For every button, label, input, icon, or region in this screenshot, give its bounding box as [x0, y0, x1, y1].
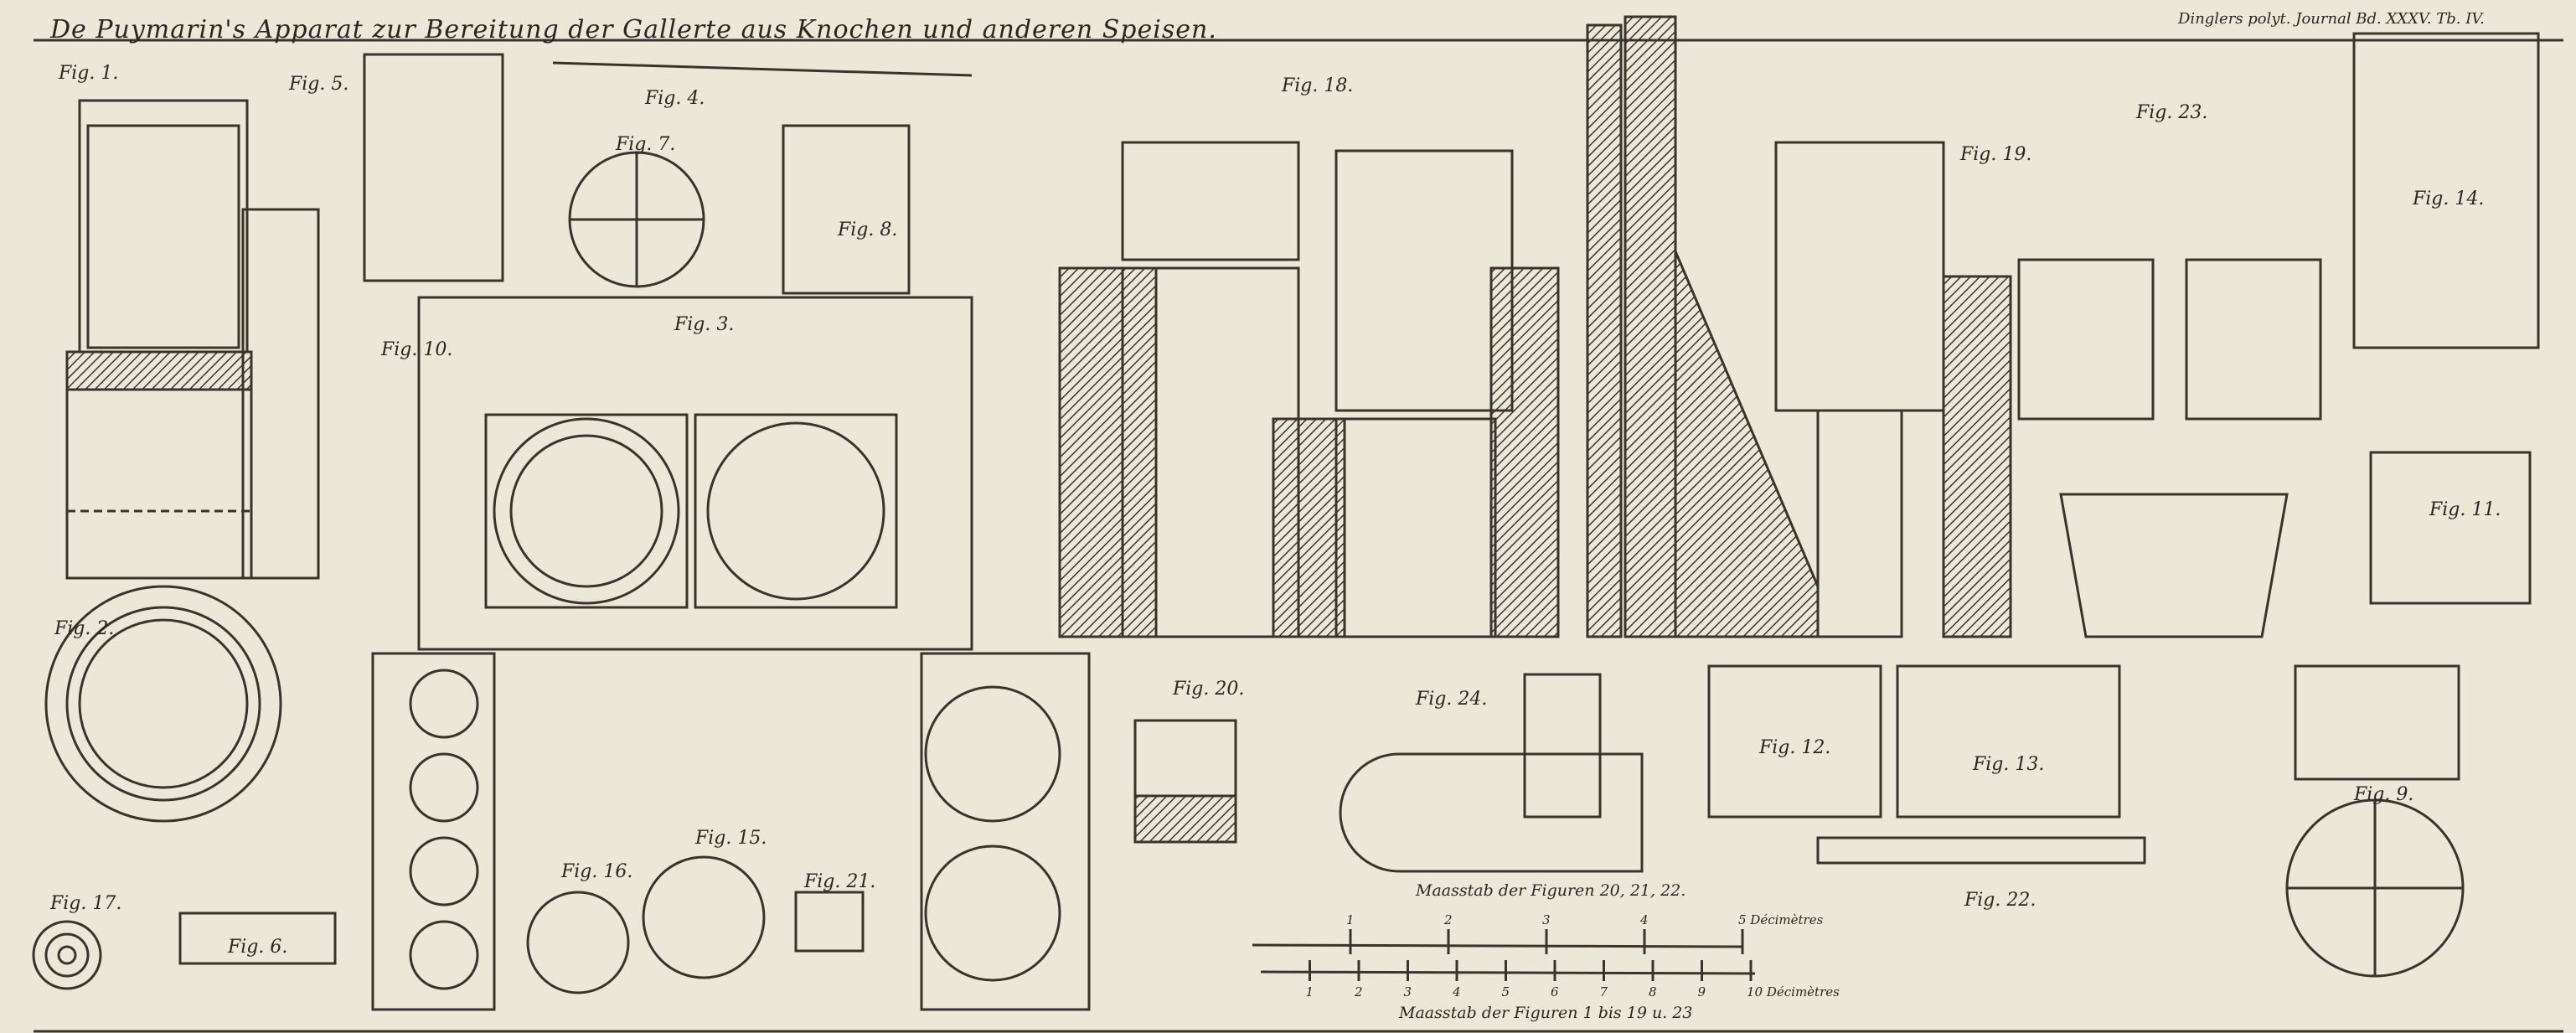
fig-label: Fig. 24.	[1416, 689, 1488, 710]
fig4-drawing	[552, 61, 973, 77]
fig-label: Fig. 20.	[1173, 679, 1245, 700]
scale-large-label: Maasstab der Figuren 1 bis 19 u. 23	[1399, 1004, 1693, 1022]
fig-label: Fig. 13.	[1973, 754, 2045, 775]
scale-tick-label: 8	[1649, 984, 1657, 999]
scale-tick-label: 2	[1444, 912, 1453, 927]
fig-label: Fig. 21.	[804, 871, 876, 892]
fig-label: Fig. 17.	[50, 893, 122, 914]
fig19-drawing	[1624, 15, 2322, 638]
fig16-15-21-drawing	[371, 652, 1091, 1011]
fig13-drawing	[1896, 664, 2121, 819]
scale-tick-label: 3	[1542, 912, 1551, 927]
scale-bar-small	[1252, 943, 1743, 948]
fig18-drawing	[1058, 23, 1623, 638]
fig3-drawing	[417, 296, 973, 651]
fig12-drawing	[1707, 664, 1882, 819]
fig-label: Fig. 18.	[1282, 75, 1354, 96]
fig-label: Fig. 4.	[645, 88, 705, 109]
fig-label: Fig. 23.	[2136, 102, 2208, 123]
fig-label: Fig. 3.	[674, 314, 735, 335]
fig-label: Fig. 11.	[2429, 499, 2501, 520]
fig8-drawing	[782, 124, 911, 295]
fig-label: Fig. 2.	[54, 618, 115, 639]
fig14-drawing	[2352, 32, 2540, 349]
scale-tick-label: 10 Décimètres	[1747, 984, 1840, 999]
scale-tick-label: 1	[1305, 984, 1314, 999]
fig7-drawing	[568, 151, 705, 288]
fig-label: Fig. 8.	[838, 220, 898, 240]
fig20-drawing	[1133, 719, 1237, 844]
fig22-drawing	[1816, 836, 2146, 865]
scale-tick-label: 5	[1501, 984, 1510, 999]
plate-title: De Puymarin's Apparat zur Bereitung der …	[50, 15, 1217, 44]
fig-label: Fig. 14.	[2413, 189, 2485, 209]
scale-tick-label: 5 Décimètres	[1738, 912, 1824, 927]
fig17-drawing	[32, 920, 102, 990]
fig-label: Fig. 16.	[561, 861, 633, 882]
fig2-drawing	[44, 585, 282, 823]
scale-bar-large	[1260, 970, 1756, 975]
scale-small-label: Maasstab der Figuren 20, 21, 22.	[1416, 881, 1686, 900]
fig9-drawing	[2285, 664, 2465, 978]
fig6-drawing	[178, 912, 337, 965]
fig-label: Fig. 15.	[695, 828, 767, 849]
fig-label: Fig. 5.	[289, 74, 349, 95]
scale-tick-label: 1	[1346, 912, 1355, 927]
scale-tick-label: 2	[1355, 984, 1363, 999]
fig-label: Fig. 22.	[1964, 890, 2037, 911]
fig24-drawing	[1339, 673, 1644, 873]
fig-label: Fig. 10.	[381, 339, 453, 360]
journal-reference: Dinglers polyt. Journal Bd. XXXV. Tb. IV…	[2178, 10, 2485, 28]
scale-tick-label: 3	[1403, 984, 1412, 999]
scale-tick-label: 4	[1453, 984, 1461, 999]
scale-tick-label: 9	[1697, 984, 1706, 999]
fig-label: Fig. 12.	[1759, 737, 1831, 758]
fig-label: Fig. 9.	[2354, 784, 2414, 805]
fig-label: Fig. 19.	[1960, 144, 2032, 165]
scale-tick-label: 6	[1551, 984, 1559, 999]
fig1-drawing	[65, 99, 320, 580]
fig10-drawing	[363, 53, 504, 282]
scale-tick-label: 4	[1640, 912, 1649, 927]
fig11-drawing	[2369, 451, 2532, 605]
fig-label: Fig. 6.	[228, 937, 288, 958]
fig-label: Fig. 1.	[59, 63, 119, 84]
fig-label: Fig. 7.	[616, 134, 676, 155]
scale-tick-label: 7	[1599, 984, 1608, 999]
